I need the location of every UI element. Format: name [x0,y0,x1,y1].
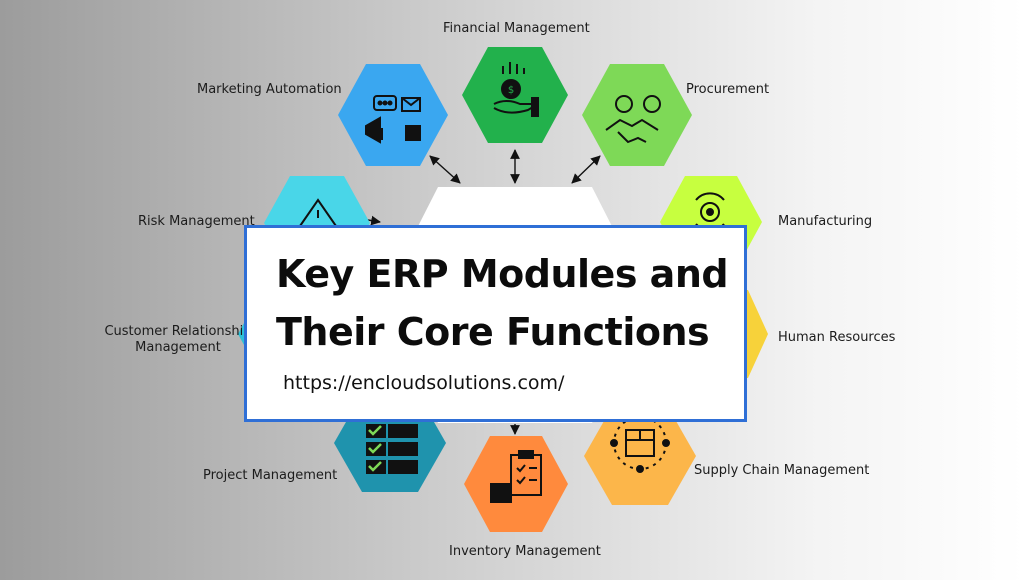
arrow-procurement [571,155,601,184]
checklist-icon [366,424,418,474]
title-card: Key ERP Modules and Their Core Functions… [244,225,747,422]
hex-procurement [582,64,692,166]
hex-financial: $ [462,47,568,143]
label-manufacturing: Manufacturing [778,214,873,229]
label-crm: Customer Relationship Management [104,324,252,356]
label-risk: Risk Management [138,214,255,229]
title-line-2: Their Core Functions [276,310,710,354]
label-procurement: Procurement [686,82,770,97]
money-hand-icon [493,62,539,117]
hex-marketing [338,64,448,166]
label-inventory: Inventory Management [449,544,601,559]
label-human-resources: Human Resources [778,330,896,345]
connector-arrows [361,149,601,435]
hex-inventory-shape [464,436,568,532]
label-crm-line2: Management [135,340,221,355]
title-line-1: Key ERP Modules and [276,252,729,296]
label-supply-chain: Supply Chain Management [694,463,870,478]
hex-procurement-shape [582,64,692,166]
label-project: Project Management [203,468,338,483]
label-financial: Financial Management [443,21,590,36]
website-url[interactable]: https://encloudsolutions.com/ [283,372,565,394]
clipboard-box-icon [490,450,542,503]
megaphone-icon [365,95,421,144]
arrow-marketing [429,155,461,184]
hex-supply-chain [584,407,696,505]
svg-text:$: $ [508,85,514,96]
label-crm-line1: Customer Relationship [104,324,252,339]
handshake-icon [605,95,661,144]
hex-marketing-shape [338,64,448,166]
label-marketing: Marketing Automation [197,82,342,97]
hex-inventory [464,436,568,532]
